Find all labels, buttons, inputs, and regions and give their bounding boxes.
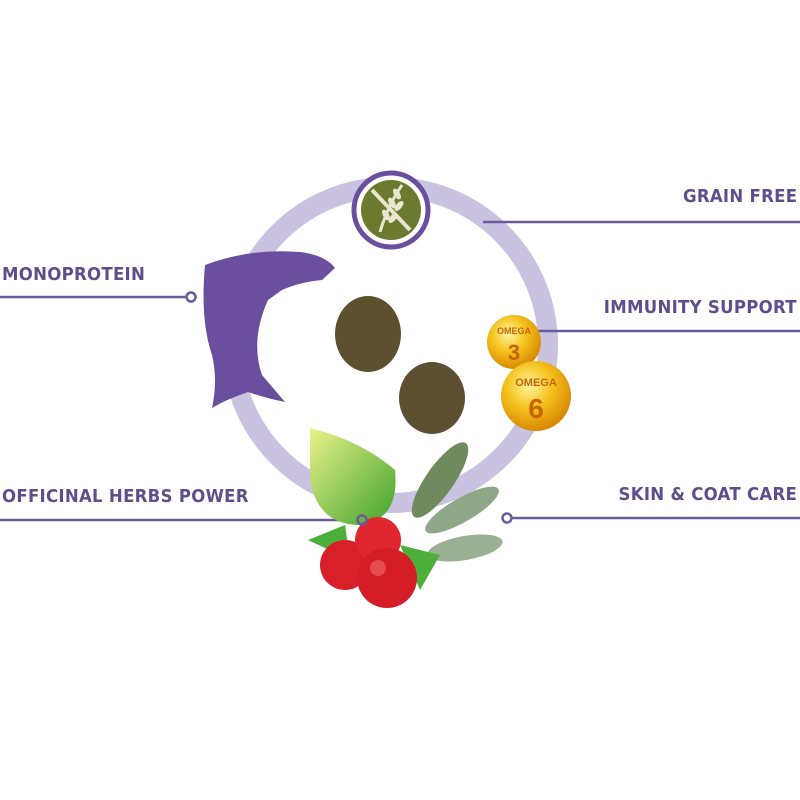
- feature-grain-free: GRAIN FREE: [682, 186, 797, 207]
- herbs-connector-dot: [356, 514, 368, 526]
- feature-officinal-herbs: OFFICINAL HERBS POWER: [2, 486, 249, 507]
- omega-6-capsule: OMEGA 6: [501, 361, 571, 431]
- feature-immunity-support: IMMUNITY SUPPORT: [603, 297, 797, 318]
- omega-6-number: 6: [528, 393, 544, 424]
- kibble: [399, 362, 465, 434]
- connector-lines: [0, 220, 800, 524]
- omega-6-label: OMEGA: [515, 377, 557, 389]
- omega-3-label: OMEGA: [497, 326, 532, 336]
- feature-monoprotein: MONOPROTEIN: [2, 264, 146, 285]
- fish-icon: [203, 251, 335, 408]
- omega-3-number: 3: [508, 340, 520, 365]
- omega-3-capsule: OMEGA 3: [487, 315, 541, 369]
- herbs-icon: [308, 428, 503, 608]
- kibble: [335, 296, 401, 372]
- grain-free-icon: [351, 170, 431, 250]
- feature-skin-coat-care: SKIN & COAT CARE: [618, 484, 797, 505]
